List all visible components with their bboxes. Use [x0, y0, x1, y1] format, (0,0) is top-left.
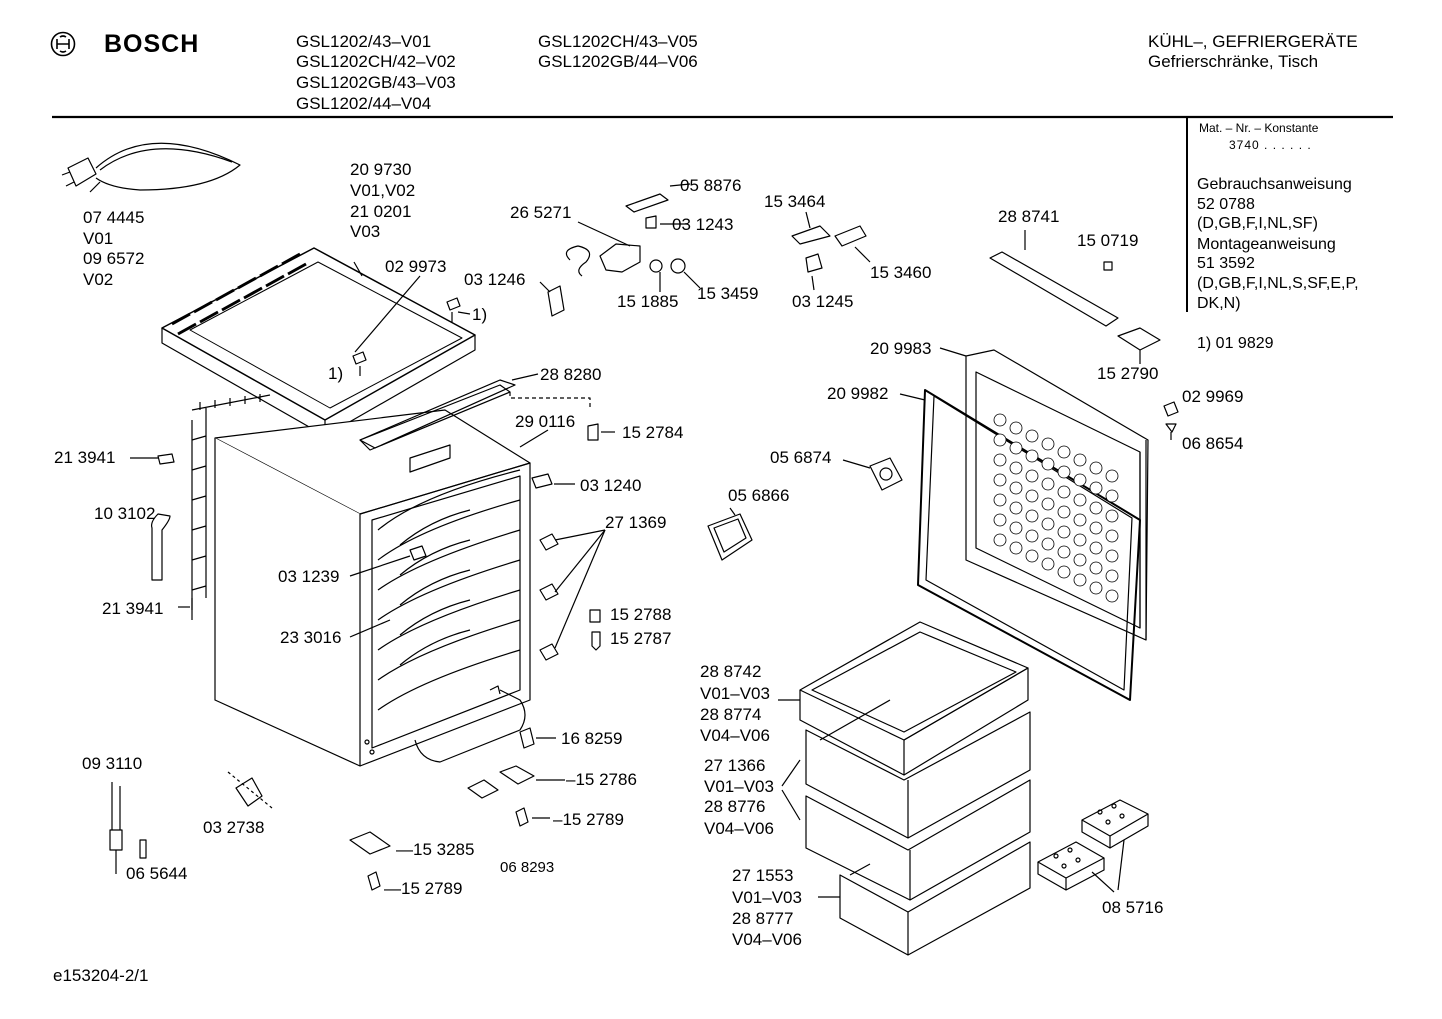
part-label: 03 1243 — [672, 215, 734, 234]
part-label: 09 3110 — [82, 754, 143, 773]
part-label: 03 1246 — [464, 270, 526, 289]
info-line-7: DK,N) — [1197, 295, 1241, 312]
mat-nr-label: Mat. – Nr. – Konstante — [1199, 121, 1319, 135]
part-label: 02 9969 — [1182, 387, 1244, 406]
part-label: 27 1369 — [605, 513, 667, 532]
part-label: 28 8777 — [732, 909, 794, 928]
part-label: 15 2787 — [610, 629, 672, 648]
part-label: 03 1245 — [792, 292, 854, 311]
variant-label: V04–V06 — [704, 819, 774, 838]
part-label: 27 1366 — [704, 756, 766, 775]
part-label: –15 2789 — [553, 810, 624, 829]
part-label: 02 9973 — [385, 257, 447, 276]
part-label: 15 3464 — [764, 192, 826, 211]
handle-strip-part — [989, 251, 1119, 327]
part-label: —15 3285 — [396, 840, 475, 859]
part-label: 15 1885 — [617, 292, 679, 311]
part-label: 05 6866 — [728, 486, 790, 505]
drawing-id: e153204-2/1 — [53, 966, 149, 985]
drawer-upper-part — [799, 621, 1029, 776]
model-4: GSL1202/44–V04 — [296, 94, 432, 113]
part-label: 05 6874 — [770, 448, 832, 467]
variant-label: V01–V03 — [700, 684, 770, 703]
part-label: –15 2786 — [566, 770, 637, 789]
part-label: 20 9982 — [827, 384, 889, 403]
part-label: 16 8259 — [561, 729, 623, 748]
variant-label: V03 — [350, 222, 381, 241]
variant-label: V01 — [83, 229, 114, 248]
footnote-marker: 1) — [472, 305, 488, 324]
variant-label: V01–V03 — [704, 777, 774, 796]
part-label: 09 6572 — [83, 249, 145, 268]
variant-label: V04–V06 — [700, 726, 770, 745]
part-label: 15 3459 — [697, 284, 759, 303]
drawer-lower-part — [805, 779, 1031, 901]
part-label: 28 8776 — [704, 797, 766, 816]
info-line-4: Montageanweisung — [1197, 236, 1336, 253]
part-label: 15 2788 — [610, 605, 672, 624]
part-label: 28 8280 — [540, 365, 602, 384]
part-label: 03 1239 — [278, 567, 340, 586]
power-cord-part — [61, 142, 241, 191]
part-label: 29 0116 — [515, 412, 576, 431]
part-label: 26 5271 — [510, 203, 572, 222]
info-line-1: Gebrauchsanweisung — [1197, 176, 1352, 193]
part-label: 21 3941 — [102, 599, 164, 618]
part-label: 07 4445 — [83, 208, 145, 227]
part-label: 27 1553 — [732, 866, 794, 885]
mat-nr-value: 3740 . . . . . . — [1229, 138, 1312, 152]
footnote-ref: 1) 01 9829 — [1197, 335, 1274, 352]
part-label: 15 2784 — [622, 423, 684, 442]
part-label: 06 5644 — [126, 864, 188, 883]
variant-label: V01–V03 — [732, 888, 802, 907]
model-5: GSL1202CH/43–V05 — [538, 32, 698, 51]
drawer-middle-part — [805, 699, 1031, 839]
part-label: 03 1240 — [580, 476, 642, 495]
part-label: 21 3941 — [54, 448, 116, 467]
part-label: 15 0719 — [1077, 231, 1139, 250]
part-label: 08 5716 — [1102, 898, 1164, 917]
info-line-6: (D,GB,F,I,NL,S,SF,E,P, — [1197, 275, 1359, 292]
part-label: 20 9730 — [350, 160, 412, 179]
bosch-logo-icon — [50, 31, 76, 57]
part-label: 06 8293 — [500, 859, 555, 876]
cabinet-body-part — [191, 384, 531, 767]
model-6: GSL1202GB/44–V06 — [538, 52, 698, 71]
part-label: 23 3016 — [280, 628, 342, 647]
category-title: KÜHL–, GEFRIERGERÄTE — [1148, 32, 1358, 51]
part-label: 21 0201 — [350, 202, 412, 221]
variant-label: V01,V02 — [350, 181, 416, 200]
drawer-bottom-part — [839, 841, 1031, 956]
part-label: 06 8654 — [1182, 434, 1244, 453]
model-1: GSL1202/43–V01 — [296, 32, 432, 51]
part-label: 15 3460 — [870, 263, 932, 282]
part-label: 05 8876 — [680, 176, 742, 195]
model-3: GSL1202GB/43–V03 — [296, 73, 456, 92]
category-subtitle: Gefrierschränke, Tisch — [1148, 52, 1319, 71]
part-label: 15 2790 — [1097, 364, 1159, 383]
part-label: 28 8774 — [700, 705, 762, 724]
top-lid-part — [161, 247, 476, 437]
part-label: 28 8741 — [998, 207, 1060, 226]
footnote-marker: 1) — [328, 364, 344, 383]
part-label: 20 9983 — [870, 339, 932, 358]
part-label: 10 3102 — [94, 504, 156, 523]
part-label: 28 8742 — [700, 662, 762, 681]
info-line-5: 51 3592 — [1197, 255, 1255, 272]
part-label: —15 2789 — [384, 879, 463, 898]
cold-pack-part — [1037, 799, 1149, 891]
door-panel-part — [965, 349, 1149, 641]
brand-name: BOSCH — [104, 30, 200, 58]
variant-label: V04–V06 — [732, 930, 802, 949]
part-label: 03 2738 — [203, 818, 265, 837]
variant-label: V02 — [83, 270, 114, 289]
model-2: GSL1202CH/42–V02 — [296, 52, 456, 71]
info-line-3: (D,GB,F,I,NL,SF) — [1197, 215, 1318, 232]
info-line-2: 52 0788 — [1197, 196, 1255, 213]
